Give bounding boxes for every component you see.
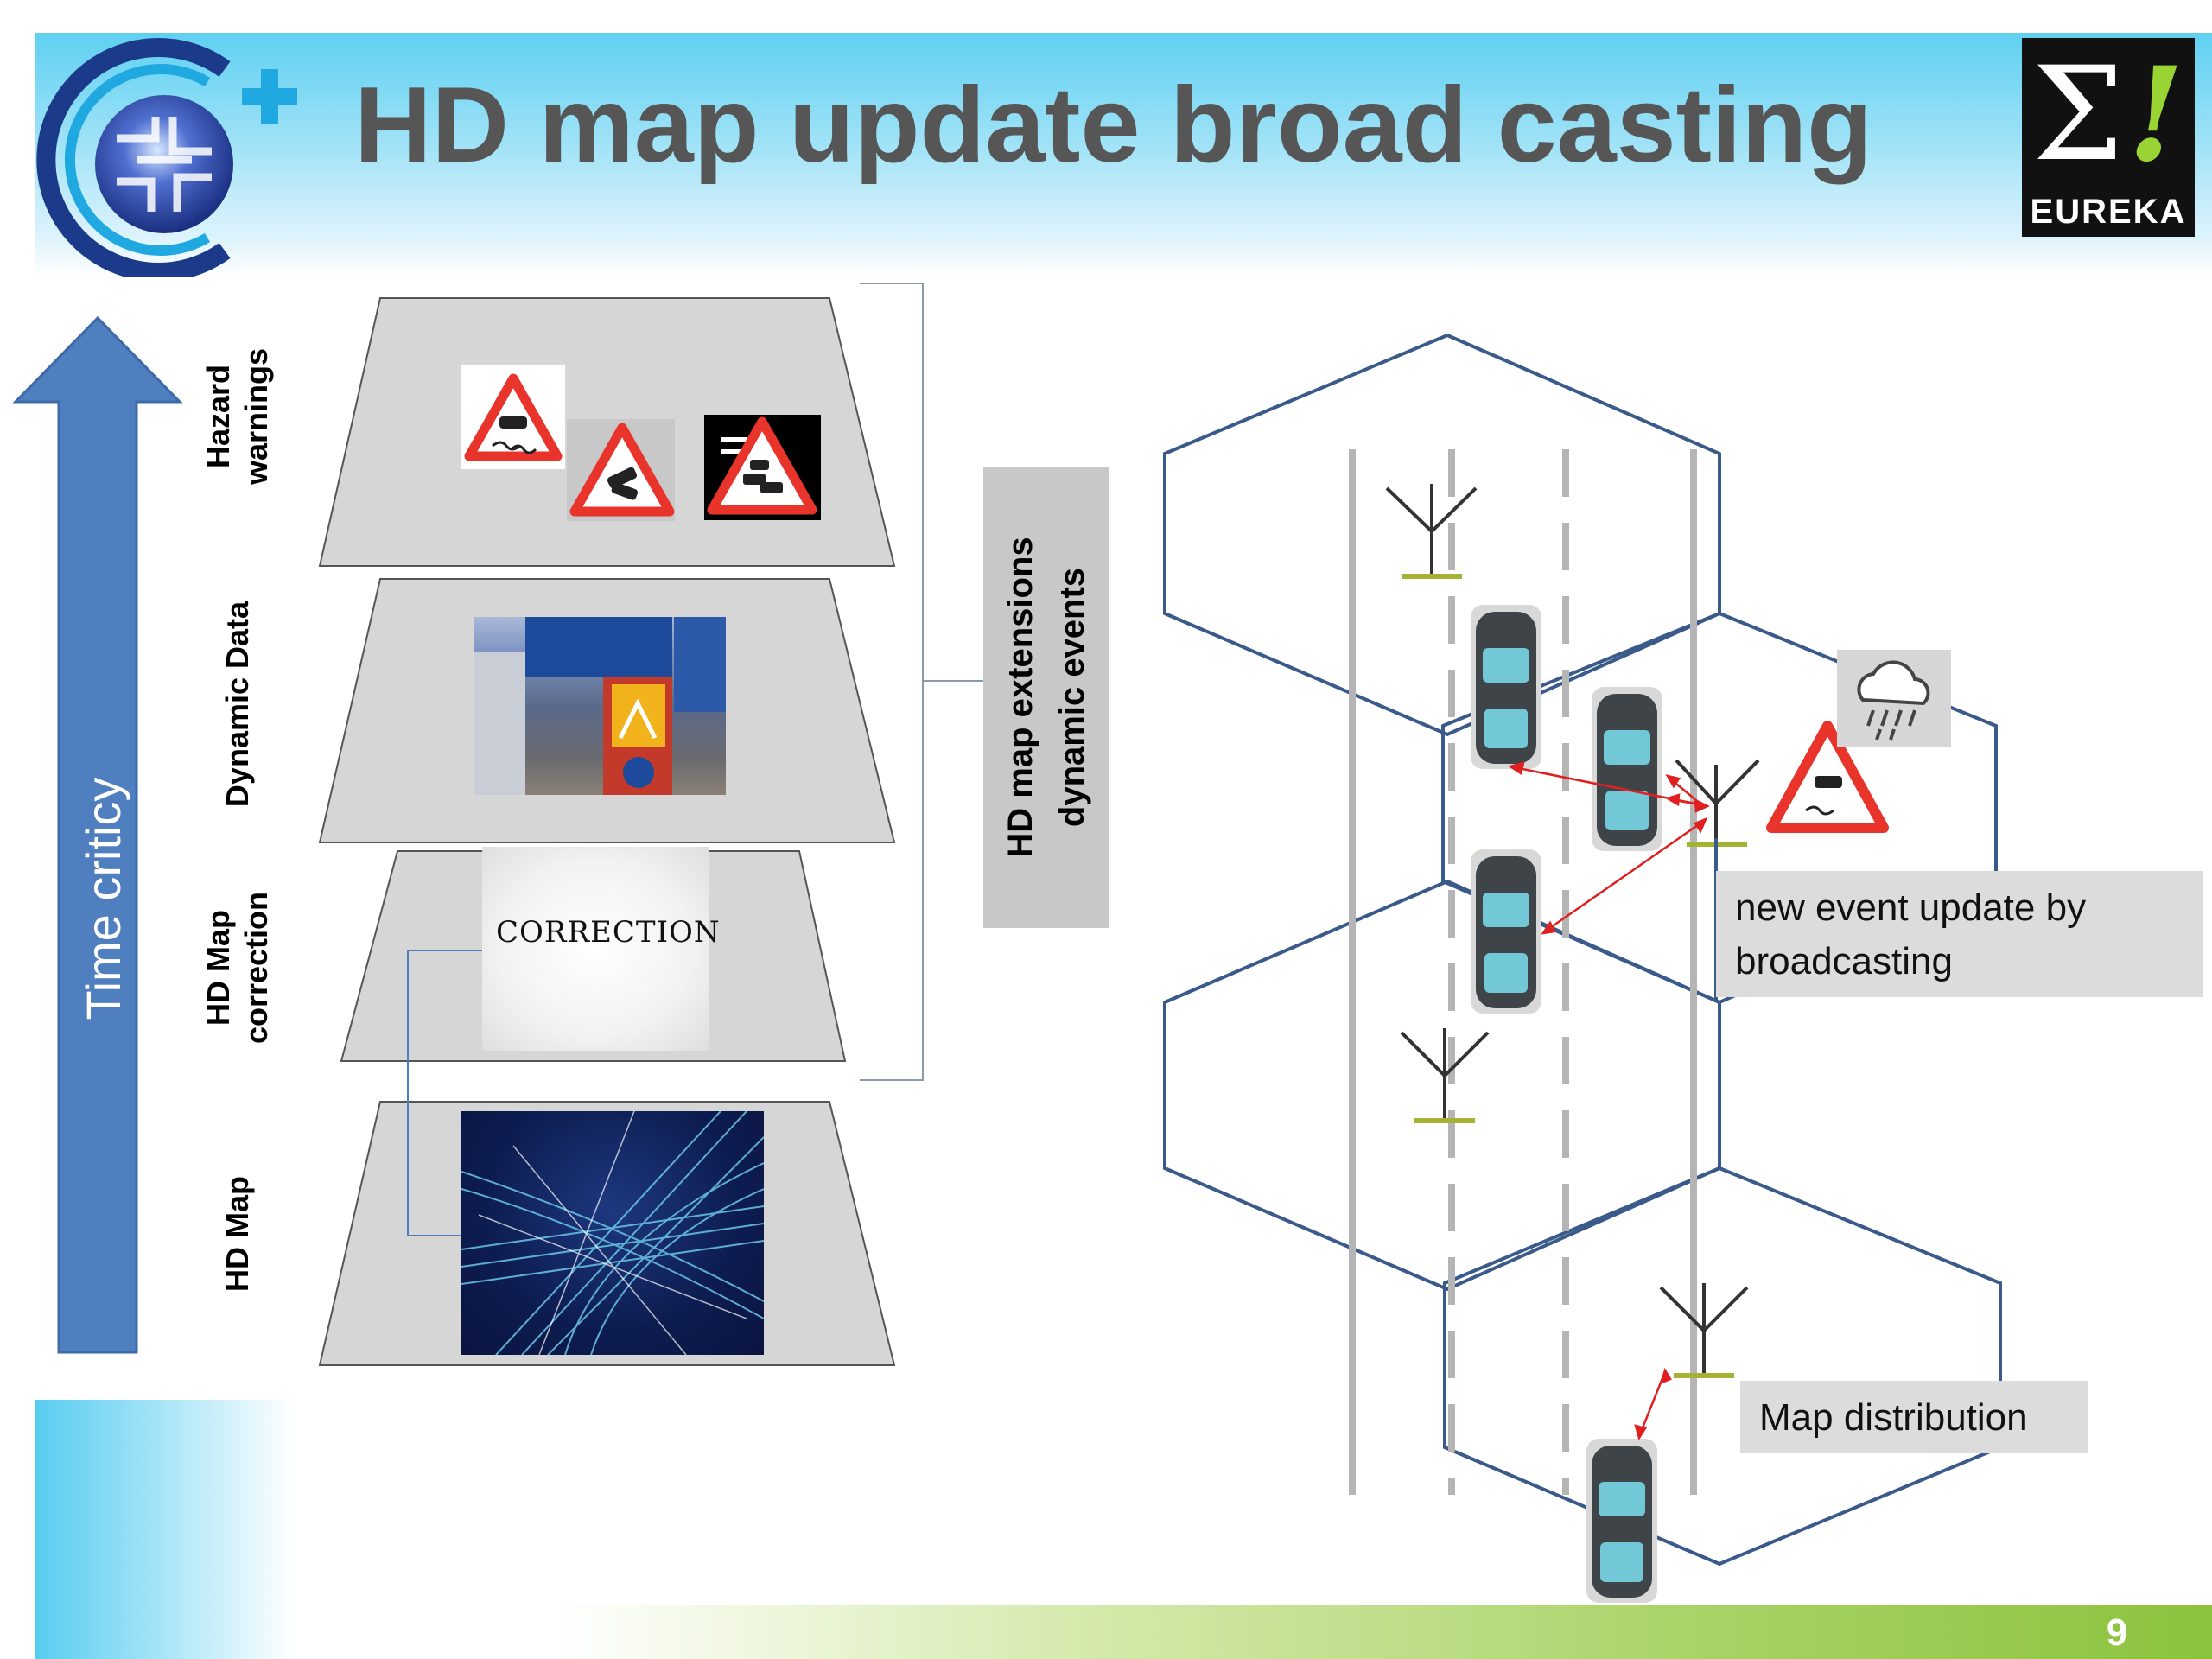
slide-title: HD map update broad casting xyxy=(354,66,1872,185)
time-arrow xyxy=(12,315,183,1354)
eureka-exclamation-glyph: ! xyxy=(2127,39,2184,191)
car-icon-1 xyxy=(1471,605,1541,769)
hex-cell-lower-left xyxy=(1163,879,1721,1292)
hd-map-render xyxy=(461,1111,764,1355)
time-criticality-label: Time criticy xyxy=(76,777,130,1020)
traffic-jam-sign-icon xyxy=(707,416,817,515)
layer-label-hazard-warnings: Hazard warnings xyxy=(200,347,274,486)
broadcast-cell-diagram xyxy=(1163,333,2002,1603)
header-band xyxy=(35,33,2212,276)
project-logo xyxy=(36,38,297,276)
broadcast-link-2 xyxy=(1544,819,1705,933)
eureka-wordmark: EUREKA xyxy=(2030,193,2187,231)
slide-number: 9 xyxy=(2106,1611,2128,1654)
layer-label-hd-map: HD Map xyxy=(219,1176,255,1292)
roadworks-photo xyxy=(474,617,726,795)
correction-image-text: CORRECTION xyxy=(496,915,721,950)
antenna-icon-3 xyxy=(1400,1028,1490,1123)
hd-map-extensions-label: HD map extensions dynamic events xyxy=(1001,537,1091,858)
bottom-left-band xyxy=(35,1382,294,1659)
event-update-callout: new event update by broadcasting xyxy=(1716,871,2203,997)
rain-cloud-icon xyxy=(1857,660,1930,741)
accident-sign-icon xyxy=(569,423,675,517)
car-icon-4 xyxy=(1586,1439,1657,1603)
antenna-icon-1 xyxy=(1385,484,1478,579)
eureka-logo: Σ ! EUREKA xyxy=(2022,38,2195,237)
rain-weather-tile xyxy=(1837,650,1951,747)
layer-label-dynamic-data: Dynamic Data xyxy=(219,601,255,808)
car-icon-3 xyxy=(1471,849,1541,1014)
hex-cell-bottom xyxy=(1443,1166,2002,1567)
hd-map-extensions-box: HD map extensions dynamic events xyxy=(983,467,1109,928)
eureka-sigma-glyph: Σ xyxy=(2031,40,2125,190)
footer-bar xyxy=(553,1605,2212,1659)
correction-image xyxy=(482,847,709,1051)
slippery-road-warning-icon xyxy=(1766,721,1889,833)
car-icon-2 xyxy=(1592,687,1662,851)
layer-label-hd-map-correction: HD Map correction xyxy=(200,891,274,1045)
antenna-icon-4 xyxy=(1659,1283,1749,1378)
hex-cell-top xyxy=(1163,333,1721,737)
slippery-road-sign-icon xyxy=(464,373,563,461)
map-distribution-callout: Map distribution xyxy=(1740,1381,2088,1453)
